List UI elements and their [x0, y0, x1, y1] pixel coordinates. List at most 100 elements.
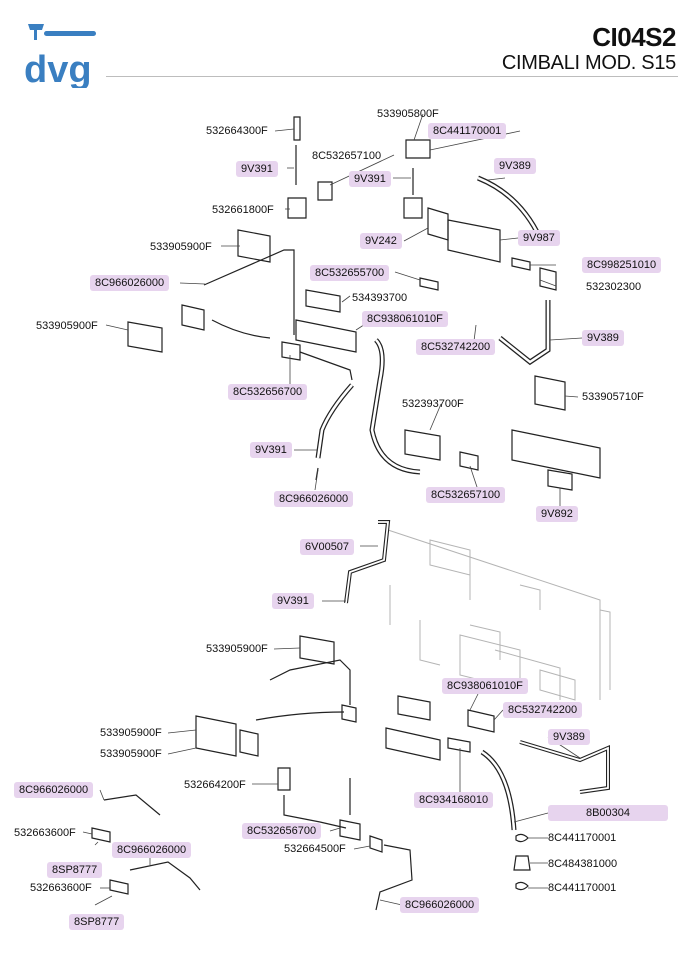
pipe-8C966026000-top: [203, 249, 295, 335]
fitting-8C532655700: [419, 277, 439, 291]
tee-8C532656700: [281, 341, 301, 361]
part-label-8SP8777-a: 8SP8777: [47, 862, 103, 878]
part-label-533905710F: 533905710F: [582, 391, 644, 403]
part-label-8C532656700-a: 8C532656700: [228, 384, 308, 400]
part-label-8C966026000-a: 8C966026000: [90, 275, 170, 291]
pipe-lower-loop: [269, 659, 351, 705]
part-label-8B00304: 8B00304: [548, 805, 668, 821]
fitting-9V892: [547, 469, 573, 491]
clip-8C441170001-a: [515, 833, 529, 843]
plate-lower: [385, 727, 441, 761]
fitting-532664300F: [293, 116, 301, 141]
part-label-8C532657100: 8C532657100: [312, 150, 382, 162]
pump-9V987: [447, 219, 501, 263]
part-label-8C532742200-a: 8C532742200: [416, 339, 496, 355]
part-label-533905900F-b: 533905900F: [36, 320, 98, 332]
part-label-532393700F: 532393700F: [402, 398, 464, 410]
hose-9V389-lower-assy: [519, 740, 610, 794]
part-label-533905900F-e: 533905900F: [100, 748, 162, 760]
hose-9V391-lower: [315, 383, 354, 459]
part-label-8C441170001: 8C441170001: [428, 123, 507, 139]
hose-9V389-upper: [477, 175, 543, 240]
part-label-8C966026000-d: 8C966026000: [112, 842, 192, 858]
part-label-532661800F: 532661800F: [212, 204, 274, 216]
model-name: CIMBALI MOD. S15: [501, 52, 676, 74]
part-label-533905900F-c: 533905900F: [206, 643, 268, 655]
hose-to-532393700F-inner: [370, 339, 421, 474]
page-header: dvg CI04S2 CIMBALI MOD. S15: [0, 0, 700, 92]
fitting-532661800F: [287, 197, 307, 219]
part-label-8C532655700: 8C532655700: [310, 265, 390, 281]
part-label-8SP8777-b: 8SP8777: [69, 914, 125, 930]
hose-8B00304-inner: [481, 750, 516, 831]
fitting-8C934168010: [447, 737, 471, 753]
part-label-532663600F-b: 532663600F: [30, 882, 92, 894]
part-label-533905800F: 533905800F: [377, 108, 439, 120]
fitting-8C484381000: [513, 855, 531, 871]
part-label-8C934168010: 8C934168010: [414, 792, 494, 808]
part-label-9V242: 9V242: [360, 233, 402, 249]
part-label-9V391-d: 9V391: [272, 593, 314, 609]
part-label-6V00507: 6V00507: [300, 539, 355, 555]
dvg-logo: dvg: [24, 24, 96, 88]
part-label-8C966026000-b: 8C966026000: [274, 491, 354, 507]
part-label-9V987: 9V987: [518, 230, 560, 246]
part-label-8C441170001-b: 8C441170001: [548, 832, 617, 844]
part-label-532663600F-a: 532663600F: [14, 827, 76, 839]
part-label-534393700: 534393700: [352, 292, 408, 304]
fitting-532302300: [539, 267, 557, 291]
part-label-8C966026000-e: 8C966026000: [400, 897, 480, 913]
clip-8C441170001-b: [515, 881, 529, 891]
valve-533905900F-left: [127, 321, 163, 353]
parts-linework: [127, 116, 601, 491]
fitting-lower-tee: [403, 197, 423, 219]
part-label-8C938061010F-a: 8C938061010F: [362, 311, 448, 327]
part-label-8C441170001-c: 8C441170001: [548, 882, 617, 894]
hose-9V391-lower-inner: [316, 384, 353, 459]
tee-lower: [341, 704, 357, 723]
valve-533905710F: [534, 375, 566, 411]
part-label-9V389-a: 9V389: [494, 158, 536, 174]
part-label-9V391-b: 9V391: [349, 171, 391, 187]
pipe-8C966026000-lower: [375, 844, 413, 911]
part-label-9V389-c: 9V389: [548, 729, 590, 745]
tee-8C532656700-lower: [339, 819, 361, 841]
hose-8B00304: [480, 749, 517, 831]
pipe-left-loop: [211, 319, 271, 339]
pipe-mid-loop: [255, 711, 345, 721]
part-label-532664300F: 532664300F: [206, 125, 268, 137]
solenoid-8C938061010F: [397, 695, 431, 721]
fitting-532663600F-a: [91, 827, 111, 843]
model-code: CI04S2: [592, 22, 676, 52]
part-label-9V389-b: 9V389: [582, 330, 624, 346]
plate-8C938061010F: [295, 319, 357, 353]
part-label-8C998251010: 8C998251010: [582, 257, 662, 273]
tee-533905800F: [405, 139, 431, 159]
fitting-532663600F-b: [109, 879, 129, 895]
body-532393700F: [404, 429, 441, 461]
pipe-8C966026000-left: [103, 794, 161, 816]
fitting-532664200F: [277, 767, 291, 791]
elbow-8C532657100: [317, 181, 333, 201]
header-divider: [106, 76, 678, 77]
hose-9V389-upper-inner: [477, 176, 542, 239]
valve-533905900F-lower: [299, 635, 335, 665]
part-label-533905900F-a: 533905900F: [150, 241, 212, 253]
valve-533905900F-top: [237, 229, 271, 263]
lower-assembly-linework: [91, 520, 610, 911]
solenoid-534393700: [305, 289, 341, 313]
bracket-pair: [239, 729, 259, 757]
fitting-8C998251010: [511, 257, 531, 271]
part-label-9V391-c: 9V391: [250, 442, 292, 458]
part-label-532664500F: 532664500F: [284, 843, 346, 855]
pump-bracket-9V242: [427, 207, 449, 241]
part-label-9V892: 9V892: [536, 506, 578, 522]
part-label-8C532742200-b: 8C532742200: [503, 702, 583, 718]
pipe-tee-right: [299, 351, 353, 381]
part-label-9V391-a: 9V391: [236, 161, 278, 177]
part-label-532302300: 532302300: [586, 281, 642, 293]
faint-reference-drawing: [387, 529, 611, 701]
elbow-8C532657100-lower: [459, 451, 479, 471]
plate-9V892: [511, 429, 601, 479]
